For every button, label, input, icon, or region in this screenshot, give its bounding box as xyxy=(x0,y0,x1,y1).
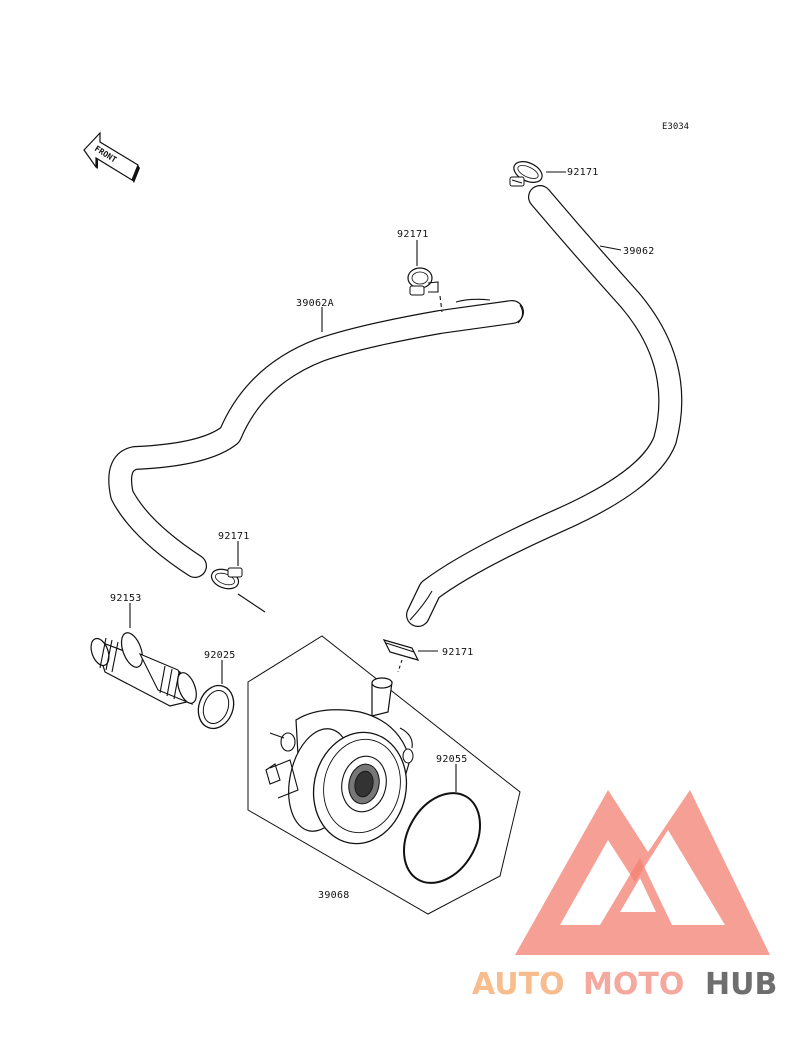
clamp-top-right xyxy=(509,161,543,187)
label-fitting: 92153 xyxy=(110,593,142,604)
label-hose-right: 39062 xyxy=(623,246,655,257)
logo-text-hub: HUB xyxy=(705,967,777,1002)
label-gasket: 92025 xyxy=(204,650,236,661)
label-clamp-upper-mid: 92171 xyxy=(397,229,429,240)
label-clamp-left: 92171 xyxy=(218,531,250,542)
hose-39062 xyxy=(406,185,683,627)
clamp-lower xyxy=(382,639,420,673)
diagram-code: E3034 xyxy=(662,122,689,132)
fitting-92153 xyxy=(90,632,197,707)
watermark-logo: AUTO MOTO HUB xyxy=(472,790,777,1002)
label-clamp-lower: 92171 xyxy=(442,647,474,658)
hose-39062A xyxy=(108,298,524,578)
gasket-92025 xyxy=(197,684,235,730)
label-o-ring: 92055 xyxy=(436,754,468,765)
logo-text-moto: MOTO xyxy=(583,967,684,1002)
label-hose-left: 39062A xyxy=(296,298,334,309)
clamp-upper-mid xyxy=(407,267,443,313)
oil-cooler-39068 xyxy=(265,677,414,845)
logo-text-auto: AUTO xyxy=(472,967,565,1002)
clamp-left xyxy=(210,567,266,613)
leader-lines xyxy=(129,171,622,792)
o-ring-92055 xyxy=(403,792,481,884)
label-oil-cooler: 39068 xyxy=(318,890,350,901)
cooler-bounding-box xyxy=(247,635,521,915)
front-arrow-icon: FRONT xyxy=(83,131,140,183)
label-clamp-top-right: 92171 xyxy=(567,167,599,178)
